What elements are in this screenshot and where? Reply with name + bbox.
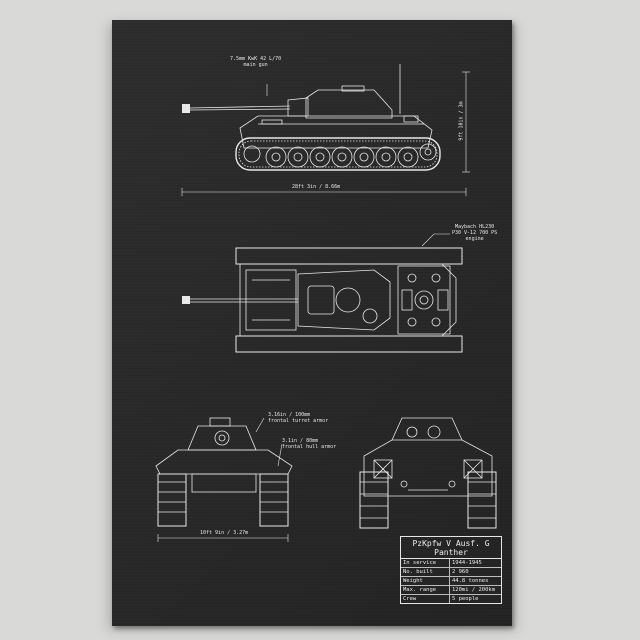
spec-table: PzKpfw V Ausf. G Panther In service 1944… <box>400 536 502 604</box>
blueprint-drawing <box>155 64 497 542</box>
spec-row: Weight 44.8 tonnes <box>401 577 501 586</box>
spec-title-name: Panther <box>434 548 468 557</box>
spec-title: PzKpfw V Ausf. G Panther <box>401 537 501 559</box>
spec-key: Max. range <box>401 586 450 594</box>
main-gun-label-line2: main gun <box>243 62 268 68</box>
spec-key: In service <box>401 559 450 567</box>
spec-value: 1944-1945 <box>452 560 482 566</box>
hull-armor-line2: frontal hull armor <box>282 444 337 450</box>
turret-armor-line1: 3.16in / 100mm <box>268 412 311 418</box>
spec-value: 2 960 <box>452 569 469 575</box>
engine-label-line3: engine <box>465 236 484 242</box>
blueprint-poster: 7.5mm KwK 42 L/70 main gun 9ft 10in / 3m… <box>112 20 512 626</box>
hull-armor-line1: 3.1in / 80mm <box>282 438 319 444</box>
engine-label-line2: P30 V-12 700 PS <box>452 230 498 236</box>
spec-title-model: PzKpfw V Ausf. G <box>412 539 490 548</box>
spec-key: Weight <box>401 577 450 585</box>
spec-row: Max. range 120mi / 200km <box>401 586 501 595</box>
hull-armor-label: 3.1in / 80mm frontal hull armor <box>282 438 336 450</box>
engine-label: Maybach HL230 P30 V-12 700 PS engine <box>452 224 497 242</box>
spec-row: Crew 5 people <box>401 595 501 603</box>
length-dimension-label: 28ft 3in / 8.66m <box>292 184 341 190</box>
height-dimension-label: 9ft 10in / 3m <box>458 101 465 141</box>
top-view-tank <box>182 247 463 353</box>
spec-key: Crew <box>401 595 450 603</box>
front-view-tank <box>155 417 293 527</box>
turret-armor-line2: frontal turret armor <box>268 418 329 424</box>
turret-armor-label: 3.16in / 100mm frontal turret armor <box>268 412 328 424</box>
width-dimension-label: 10ft 9in / 3.27m <box>200 530 249 536</box>
spec-value: 5 people <box>452 596 479 602</box>
main-gun-label-line1: 7.5mm KwK 42 L/70 <box>230 56 282 62</box>
spec-key: No. built <box>401 568 450 576</box>
engine-label-line1: Maybach HL230 <box>455 224 495 230</box>
side-view-tank <box>182 64 441 171</box>
spec-row: In service 1944-1945 <box>401 559 501 568</box>
spec-value: 120mi / 200km <box>452 587 496 593</box>
rear-view-tank <box>359 417 497 529</box>
spec-value: 44.8 tonnes <box>452 578 489 584</box>
main-gun-label: 7.5mm KwK 42 L/70 main gun <box>230 56 281 68</box>
spec-row: No. built 2 960 <box>401 568 501 577</box>
